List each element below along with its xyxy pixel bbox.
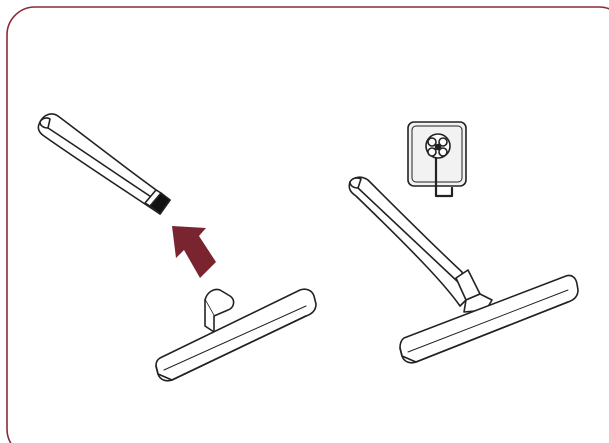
handle-icon — [37, 113, 171, 215]
wall-hook-icon — [407, 121, 467, 198]
squeegee-head-icon — [155, 288, 317, 382]
diagram-frame — [6, 6, 609, 443]
assembled-squeegee-icon — [348, 176, 579, 364]
insert-arrow-icon — [172, 226, 216, 278]
